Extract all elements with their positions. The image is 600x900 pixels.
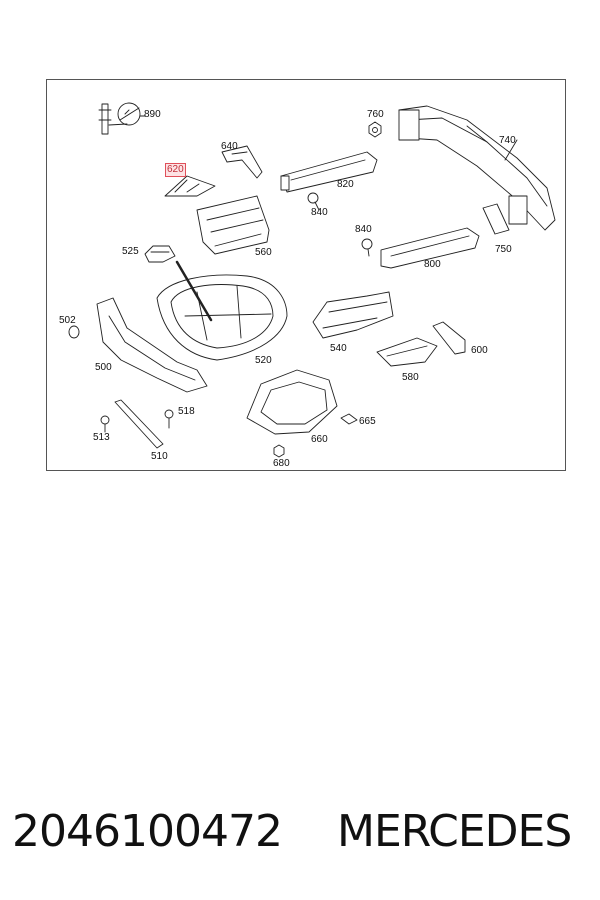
part-label-680[interactable]: 680: [273, 458, 290, 469]
part-label-665[interactable]: 665: [359, 416, 376, 427]
rail-800-drawing: [380, 227, 480, 269]
part-label-660[interactable]: 660: [311, 434, 328, 445]
part-label-600[interactable]: 600: [471, 345, 488, 356]
plate-750-drawing: [482, 203, 510, 235]
rear-bumper-carrier-740-drawing: [398, 105, 556, 231]
brand-name: MERCEDES: [337, 806, 572, 857]
part-label-513[interactable]: 513: [93, 432, 110, 443]
floor-panel-660-drawing: [246, 369, 338, 435]
part-label-890[interactable]: 890: [144, 109, 161, 120]
part-label-510[interactable]: 510: [151, 451, 168, 462]
reinforcement-580-drawing: [376, 337, 438, 367]
strut-510-drawing: [114, 399, 164, 449]
part-label-800[interactable]: 800: [424, 259, 441, 270]
clip-525-drawing: [144, 245, 176, 263]
part-label-500[interactable]: 500: [95, 362, 112, 373]
side-member-500-drawing: [96, 297, 208, 393]
nut-760-drawing: [368, 121, 382, 138]
part-label-502[interactable]: 502: [59, 315, 76, 326]
clip-665-drawing: [340, 413, 358, 425]
part-label-580[interactable]: 580: [402, 372, 419, 383]
panel-560-drawing: [196, 195, 270, 255]
part-label-820[interactable]: 820: [337, 179, 354, 190]
diagram-drawing: [68, 102, 556, 458]
part-label-620-highlighted[interactable]: 620: [165, 163, 186, 177]
part-label-560[interactable]: 560: [255, 247, 272, 258]
part-label-740[interactable]: 740: [499, 135, 516, 146]
screw-518-513-drawing: [100, 409, 174, 433]
spare-wheel-well-520-drawing: [156, 260, 288, 361]
crossmember-820-drawing: [280, 151, 378, 193]
grommet-502-drawing: [68, 325, 80, 339]
bracket-640-drawing: [221, 145, 263, 179]
bolt-840-drawing: [307, 192, 373, 257]
part-number: 2046100472: [12, 806, 283, 857]
part-label-525[interactable]: 525: [122, 246, 139, 257]
part-label-750[interactable]: 750: [495, 244, 512, 255]
parts-diagram: 890 760 740 640 620 820 840 840 560 525 …: [46, 79, 566, 471]
part-label-518[interactable]: 518: [178, 406, 195, 417]
product-caption: 2046100472 MERCEDES: [12, 806, 592, 857]
part-label-640[interactable]: 640: [221, 141, 238, 152]
bolt-bracket-890-drawing: [98, 102, 146, 135]
part-label-520[interactable]: 520: [255, 355, 272, 366]
part-label-840-lower[interactable]: 840: [355, 224, 372, 235]
bracket-600-drawing: [432, 321, 466, 355]
wheel-arch-panel-540-drawing: [312, 291, 394, 339]
nut-680-drawing: [273, 444, 285, 458]
bracket-620-drawing: [164, 175, 216, 197]
part-label-540[interactable]: 540: [330, 343, 347, 354]
part-label-840-upper[interactable]: 840: [311, 207, 328, 218]
part-label-760[interactable]: 760: [367, 109, 384, 120]
